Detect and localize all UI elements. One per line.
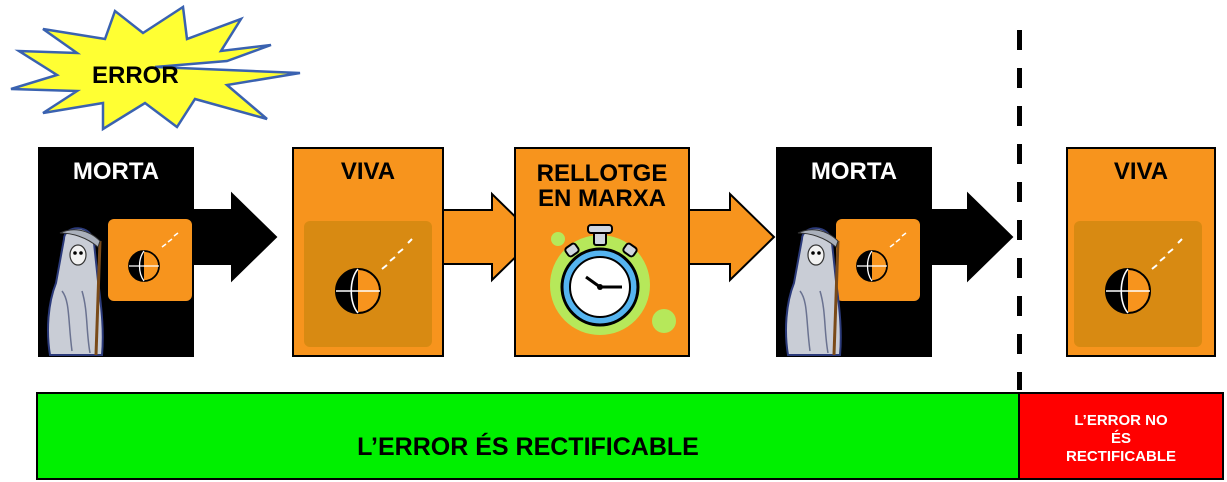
ball-panel [108, 219, 192, 301]
ball-panel [304, 221, 432, 347]
state-title: VIVA [1113, 158, 1169, 185]
grim-reaper-icon [785, 227, 842, 356]
rectifiable-label: L’ERROR ÉS RECTIFICABLE [357, 432, 699, 461]
basketball-icon [856, 232, 907, 282]
error-starburst-icon [10, 4, 301, 132]
basketball-icon [128, 232, 179, 282]
ball-panel [1074, 221, 1202, 347]
grim-reaper-icon [47, 227, 104, 356]
error-label: ERROR [92, 62, 179, 89]
boundary-dashed-line [1017, 30, 1022, 390]
state-card-rellotge: RELLOTGE EN MARXA [514, 147, 690, 357]
not-rectifiable-label: L’ERROR NO ÉS RECTIFICABLE [1066, 412, 1176, 465]
state-card-viva-1: VIVA [292, 147, 444, 357]
rectifiable-bar: L’ERROR ÉS RECTIFICABLE [36, 392, 1020, 480]
state-card-morta-2: MORTA [776, 147, 932, 357]
state-card-viva-2: VIVA [1066, 147, 1216, 357]
state-title: RELLOTGE EN MARXA [536, 160, 668, 213]
not-rectifiable-bar: L’ERROR NO ÉS RECTIFICABLE [1018, 392, 1224, 480]
basketball-icon [335, 238, 413, 314]
basketball-icon [1105, 238, 1183, 314]
state-title: MORTA [810, 158, 898, 185]
state-title: VIVA [340, 158, 396, 185]
ball-panel [836, 219, 920, 301]
state-title: MORTA [72, 158, 160, 185]
state-card-morta-1: MORTA [38, 147, 194, 357]
stopwatch-icon [550, 224, 676, 335]
